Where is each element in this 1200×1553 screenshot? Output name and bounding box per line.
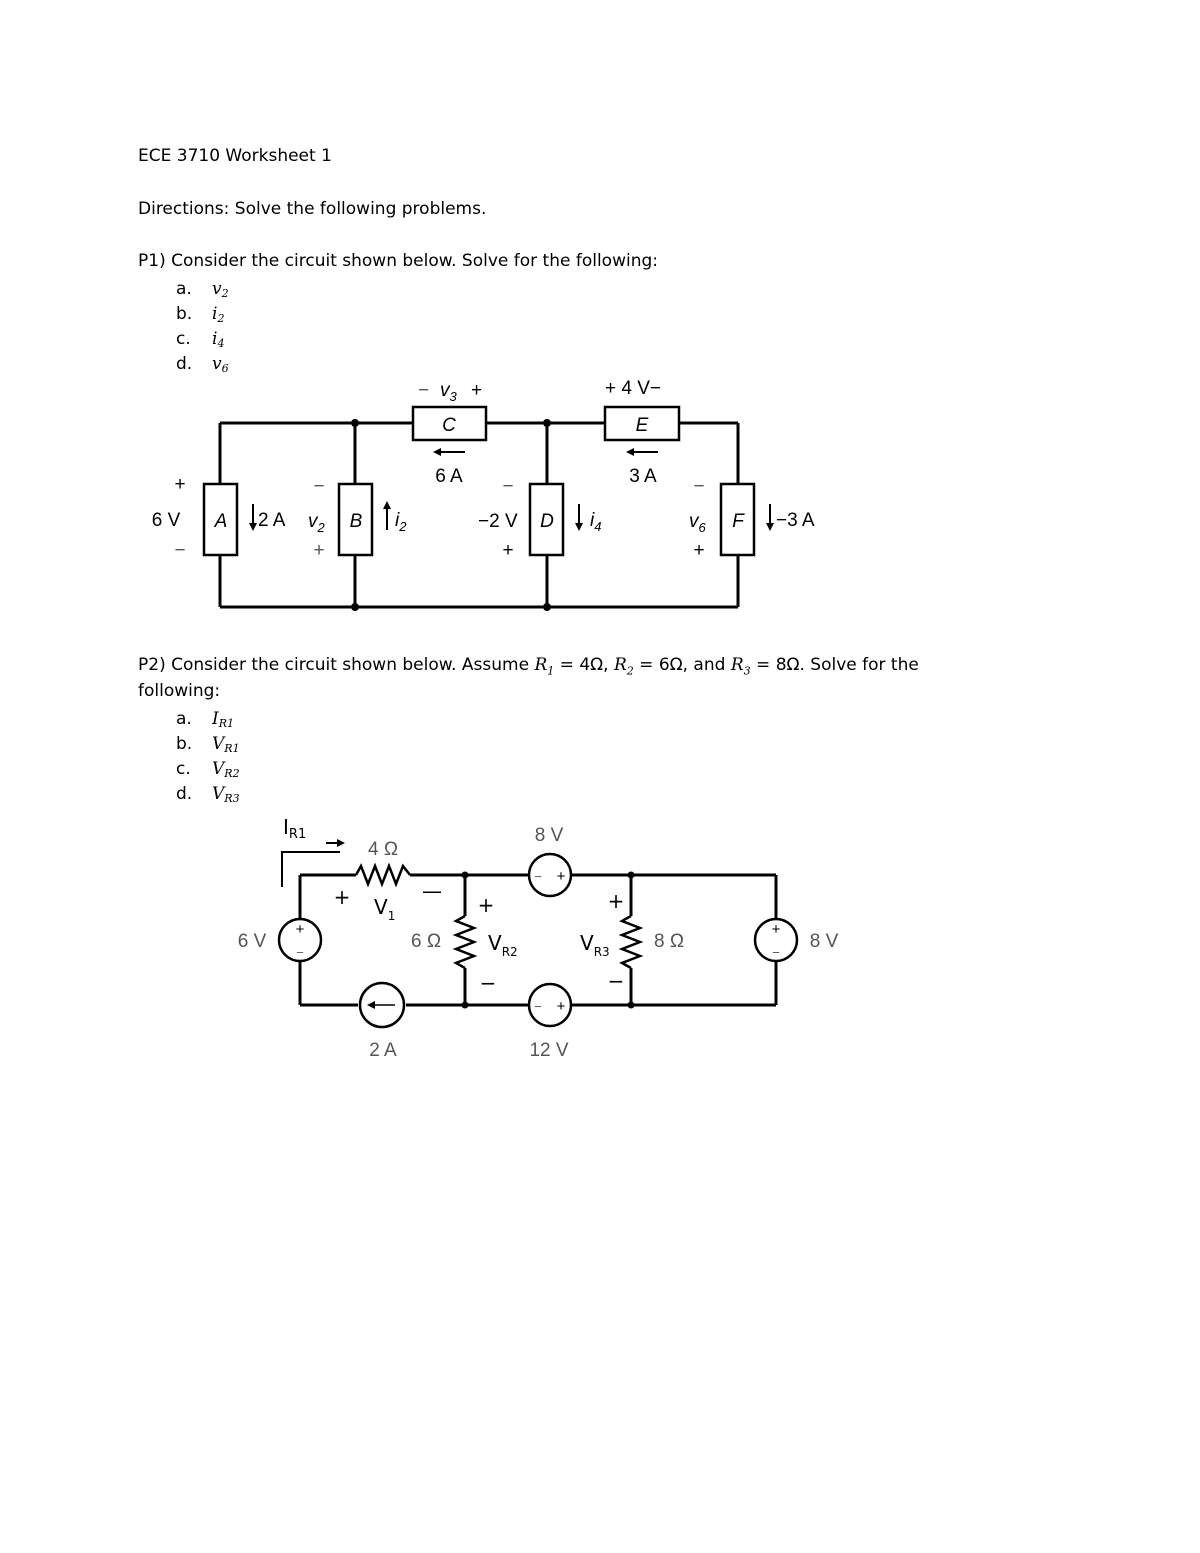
r2-value-label: 6 Ω bbox=[411, 931, 441, 952]
element-c-box bbox=[411, 405, 488, 442]
element-b-box bbox=[337, 482, 374, 557]
current-source-label: 2 A bbox=[369, 1040, 397, 1061]
element-d-box bbox=[528, 482, 565, 557]
ir1-arrow-icon bbox=[281, 839, 345, 887]
voltage-source-right-icon: + − bbox=[753, 917, 799, 963]
r3-value-label: 8 Ω bbox=[654, 931, 684, 952]
list-item: b.VR1 bbox=[176, 734, 240, 755]
vr2-minus: − bbox=[480, 971, 497, 995]
b-current-label: i2 bbox=[395, 510, 407, 534]
page-title: ECE 3710 Worksheet 1 bbox=[138, 146, 332, 166]
svg-text:−: − bbox=[296, 945, 304, 960]
d-minus: − bbox=[502, 476, 513, 497]
p2-prompt-line2: following: bbox=[138, 681, 221, 701]
v1-annotation: V1 bbox=[374, 895, 395, 923]
svg-text:−: − bbox=[772, 945, 780, 960]
element-a-box bbox=[202, 482, 239, 557]
p2-prompt: P2) Consider the circuit shown below. As… bbox=[138, 655, 919, 678]
a-current-label: 2 A bbox=[258, 510, 286, 531]
r1-value-label: 4 Ω bbox=[368, 839, 398, 860]
element-a-label: A bbox=[214, 511, 228, 532]
current-source-icon bbox=[358, 981, 406, 1029]
list-item: b.i2 bbox=[176, 304, 225, 325]
source-left-label: 6 V bbox=[238, 931, 267, 952]
f-voltage-label: v6 bbox=[689, 511, 707, 535]
svg-text:+: + bbox=[557, 868, 566, 885]
p2-junctions bbox=[461, 871, 635, 1009]
list-item: d.VR3 bbox=[176, 784, 240, 805]
element-e-box bbox=[603, 405, 681, 442]
c-current-arrow-icon bbox=[433, 448, 465, 456]
f-plus: + bbox=[693, 540, 704, 561]
p1-junctions bbox=[351, 419, 551, 611]
resistor-r1-icon bbox=[354, 862, 411, 888]
vr3-annotation: VR3 bbox=[580, 931, 610, 959]
a-voltage-label: 6 V bbox=[152, 510, 181, 531]
element-c-label: C bbox=[442, 415, 456, 436]
list-item: c.i4 bbox=[176, 329, 225, 350]
b-plus: + bbox=[313, 540, 324, 561]
e-current-arrow-icon bbox=[626, 448, 658, 456]
directions: Directions: Solve the following problems… bbox=[138, 199, 487, 219]
voltage-source-bottom-icon: − + bbox=[527, 982, 573, 1028]
voltage-source-left-icon: + − bbox=[277, 917, 323, 963]
voltage-source-top-icon: − + bbox=[527, 852, 573, 898]
b-voltage-label: v2 bbox=[308, 511, 326, 535]
b-minus: − bbox=[313, 476, 324, 497]
resistor-r2-icon bbox=[452, 914, 478, 970]
vr3-minus: − bbox=[608, 969, 625, 993]
f-current-arrow-icon bbox=[766, 504, 774, 531]
svg-text:−: − bbox=[534, 999, 542, 1014]
d-voltage-label: −2 V bbox=[478, 511, 518, 532]
list-item: d.v6 bbox=[176, 354, 229, 375]
element-d-label: D bbox=[540, 511, 554, 532]
v3-label: v3 bbox=[440, 380, 458, 404]
element-f-label: F bbox=[732, 511, 745, 532]
vr2-annotation: VR2 bbox=[488, 931, 518, 959]
element-f-box bbox=[719, 482, 756, 557]
list-item: a.IR1 bbox=[176, 709, 234, 730]
list-item: c.VR2 bbox=[176, 759, 240, 780]
source-right-label: 8 V bbox=[810, 931, 839, 952]
source-bottom-label: 12 V bbox=[529, 1040, 568, 1061]
svg-text:−: − bbox=[534, 869, 542, 884]
element-e-label: E bbox=[636, 415, 649, 436]
vr2-plus: + bbox=[478, 893, 495, 917]
a-minus: − bbox=[174, 540, 185, 561]
p1-prompt: P1) Consider the circuit shown below. So… bbox=[138, 251, 658, 271]
svg-text:+: + bbox=[296, 921, 305, 938]
svg-text:+: + bbox=[557, 998, 566, 1015]
svg-text:+: + bbox=[772, 921, 781, 938]
d-plus: + bbox=[502, 540, 513, 561]
a-plus: + bbox=[174, 474, 185, 495]
v1-minus: — bbox=[422, 879, 442, 903]
vr3-plus: + bbox=[608, 889, 625, 913]
c-current-label: 6 A bbox=[435, 466, 463, 487]
d-current-arrow-icon bbox=[575, 504, 583, 531]
e-current-label: 3 A bbox=[629, 466, 657, 487]
b-current-arrow-icon bbox=[383, 501, 391, 530]
e-voltage-label: + 4 V− bbox=[605, 378, 661, 399]
f-current-label: −3 A bbox=[776, 510, 815, 531]
p1-wires bbox=[218, 421, 740, 609]
element-b-label: B bbox=[350, 511, 363, 532]
list-item: a.v2 bbox=[176, 279, 229, 300]
a-current-arrow-icon bbox=[249, 504, 257, 531]
f-minus: − bbox=[693, 476, 704, 497]
v3-minus: − bbox=[418, 380, 429, 401]
ir1-annotation: IR1 bbox=[283, 815, 306, 842]
d-current-label: i4 bbox=[590, 510, 601, 534]
resistor-r3-icon bbox=[618, 914, 644, 970]
p2-wires bbox=[298, 873, 778, 1007]
source-top-label: 8 V bbox=[535, 825, 564, 846]
v3-plus: + bbox=[471, 380, 482, 401]
v1-plus: + bbox=[334, 885, 351, 909]
